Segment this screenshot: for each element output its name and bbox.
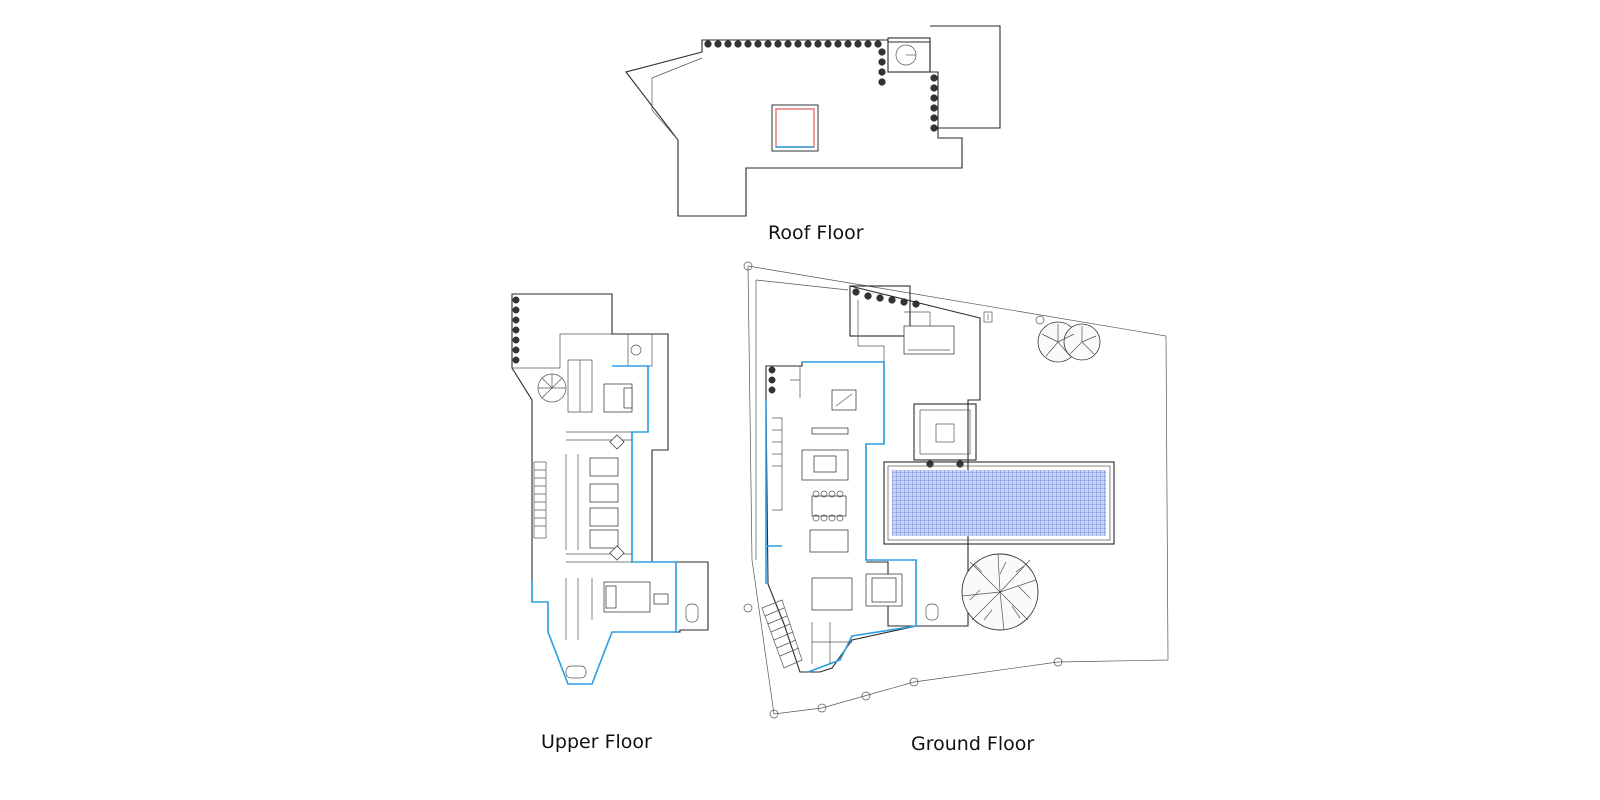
spa-deck [913, 403, 977, 468]
upper-planters [512, 296, 520, 364]
roof-floor-plan [625, 25, 1001, 217]
swimming-pool [883, 461, 1115, 545]
tree-icon-small [1035, 315, 1101, 363]
roof-floor-title: Roof Floor [768, 222, 864, 244]
ground-floor-plan [743, 261, 1169, 719]
upper-floor-plan [511, 293, 709, 685]
ground-floor-title: Ground Floor [911, 733, 1035, 755]
ground-planters [768, 288, 920, 394]
skylight [771, 104, 819, 152]
tree-icon-large [961, 553, 1039, 631]
roof-planters [704, 40, 938, 132]
stair-run [533, 461, 547, 539]
dining-table [811, 490, 847, 522]
external-stair [761, 599, 803, 669]
spiral-stair-icon [537, 373, 567, 403]
upper-floor-title: Upper Floor [541, 731, 652, 753]
